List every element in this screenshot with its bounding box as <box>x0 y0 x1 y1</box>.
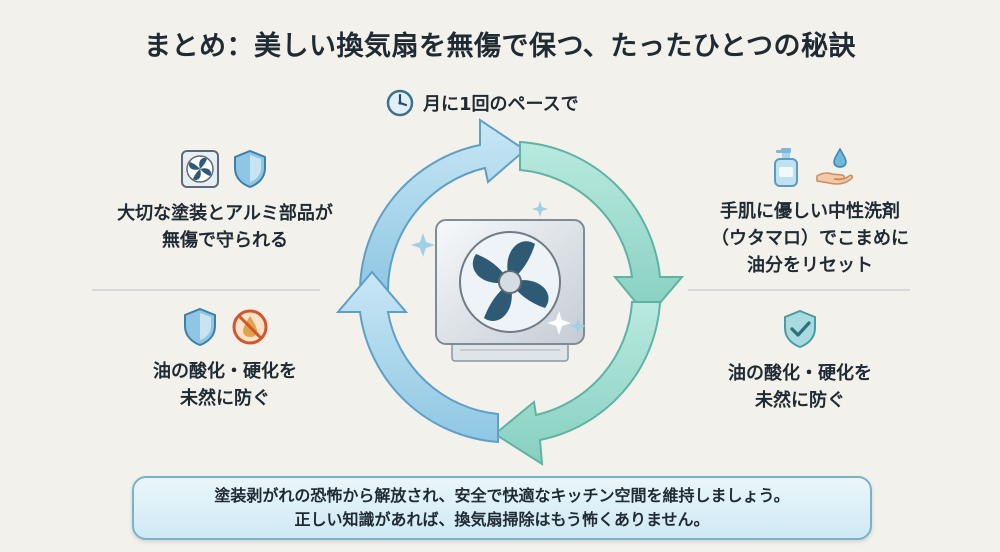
benefit-line: 大切な塗装とアルミ部品が <box>117 203 333 224</box>
banner-line: 塗装剥がれの恐怖から解放され、安全で快適なキッチン空間を維持しましょう。 <box>214 486 790 505</box>
benefit-line: 未然に防ぐ <box>180 388 270 409</box>
cycle-arrow-upper-left <box>358 118 527 291</box>
benefit-line: 無傷で守られる <box>162 230 288 251</box>
page-title: まとめ：美しい換気扇を無傷で保つ、たったひとつの秘訣 <box>143 31 857 62</box>
pace-label: 月に1回のペースで <box>385 86 579 120</box>
divider-right <box>688 289 910 291</box>
cycle-arrow-lower-left <box>335 270 499 444</box>
benefit-line: 油分をリセット <box>747 255 873 276</box>
ventilation-fan-icon <box>435 219 585 362</box>
fan-filter-icon <box>181 150 219 188</box>
benefit-top-left: 大切な塗装とアルミ部品が 無傷で守られる <box>110 148 340 254</box>
shield-icon <box>184 307 216 347</box>
hand-drop-icon <box>816 147 854 185</box>
benefit-line: 油の酸化・硬化を <box>153 361 297 382</box>
benefit-line: 未然に防ぐ <box>755 390 845 411</box>
benefit-line: （ウタマロ）でこまめに <box>711 228 909 249</box>
no-oil-icon <box>232 309 268 345</box>
check-shield-icon <box>784 309 816 349</box>
benefit-bottom-right: 油の酸化・硬化を 未然に防ぐ <box>700 308 900 414</box>
sparkle-icon <box>532 201 548 217</box>
benefit-line: 手肌に優しい中性洗剤 <box>720 201 900 222</box>
sparkle-icon <box>411 233 435 257</box>
benefit-line: 油の酸化・硬化を <box>728 363 872 384</box>
banner-line: 正しい知識があれば、換気扇掃除はもう怖くありません。 <box>294 510 710 529</box>
cycle-arrow-upper-right <box>519 140 685 319</box>
pace-text: 月に1回のペースで <box>423 94 579 115</box>
shield-icon <box>234 149 266 189</box>
cycle-diagram <box>335 118 685 466</box>
clock-icon <box>386 89 414 117</box>
divider-left <box>92 289 320 291</box>
sparkle-icon <box>570 318 586 334</box>
cycle-arrow-lower-right <box>493 301 662 466</box>
summary-banner: 塗装剥がれの恐怖から解放され、安全で快適なキッチン空間を維持しましょう。 正しい… <box>132 476 872 540</box>
benefit-bottom-left: 油の酸化・硬化を 未然に防ぐ <box>125 306 325 412</box>
soap-bottle-icon <box>774 148 798 187</box>
benefit-top-right: 手肌に優しい中性洗剤 （ウタマロ）でこまめに 油分をリセット <box>690 146 930 279</box>
